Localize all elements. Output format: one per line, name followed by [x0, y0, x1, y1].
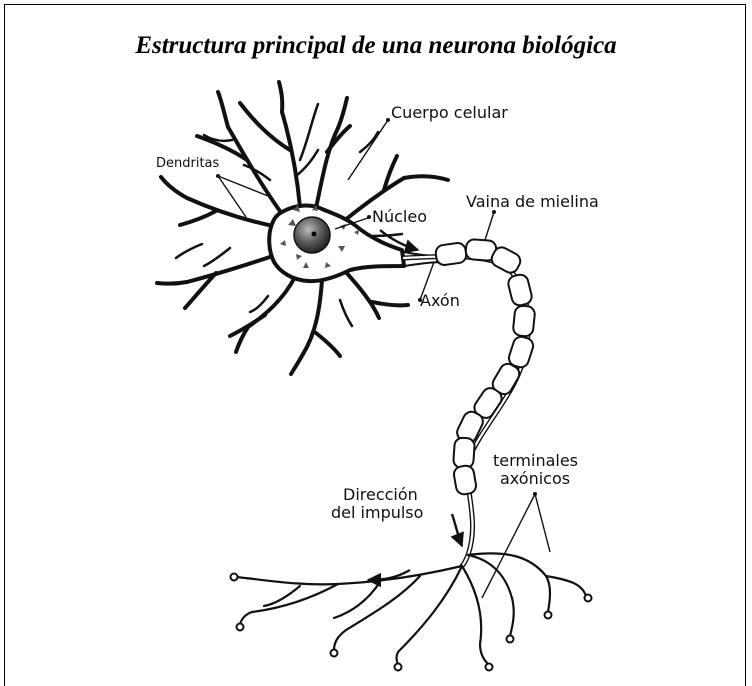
label-impulse-1: Dirección — [343, 485, 418, 504]
label-myelin-sheath: Vaina de mielina — [466, 192, 599, 211]
label-impulse-2: del impulso — [331, 503, 423, 522]
terminal-buttons — [231, 574, 592, 671]
label-terminals-2: axónicos — [500, 469, 570, 488]
label-axon: Axón — [420, 291, 460, 310]
axon-terminals — [236, 553, 586, 664]
impulse-arrows — [368, 230, 462, 580]
label-terminals-1: terminales — [493, 451, 578, 470]
label-cell-body: Cuerpo celular — [391, 103, 508, 122]
nucleolus — [312, 232, 317, 237]
label-nucleus: Núcleo — [372, 207, 427, 226]
label-dendrites: Dendritas — [156, 156, 220, 171]
